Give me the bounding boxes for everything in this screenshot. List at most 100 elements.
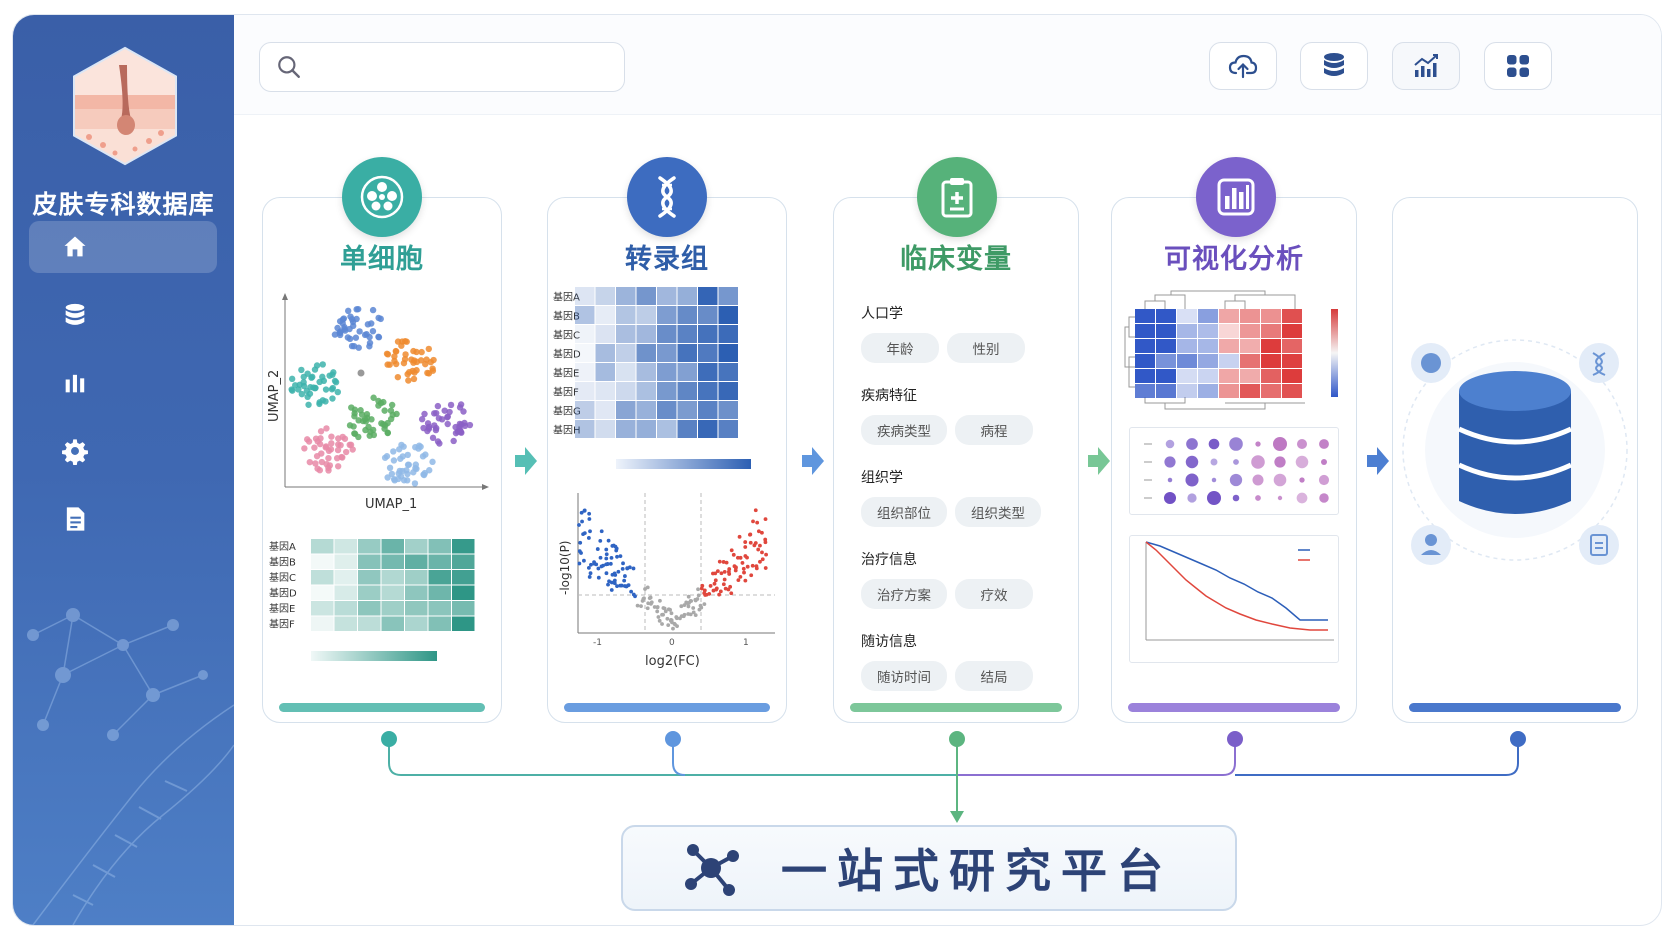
chip-disease-course[interactable]: 病程	[955, 415, 1033, 445]
umap-point	[339, 454, 346, 461]
umap-point	[431, 410, 438, 417]
umap-point	[358, 411, 366, 418]
sidebar-item-analytics[interactable]	[29, 357, 217, 409]
heatmap-cell	[595, 382, 615, 400]
chip-age[interactable]: 年龄	[861, 333, 939, 363]
grid-menu-button[interactable]	[1484, 42, 1552, 90]
volcano-point	[604, 556, 609, 561]
umap-point	[447, 401, 455, 409]
umap-xlabel: UMAP_1	[365, 497, 417, 512]
heatmap-cell	[381, 616, 404, 631]
diverging-cell	[1177, 354, 1197, 368]
volcano-point	[647, 596, 652, 601]
skin-layer-logo	[73, 46, 177, 166]
heatmap-cell	[657, 344, 677, 362]
section-followup: 随访信息	[861, 634, 917, 650]
heatmap-cell	[452, 616, 475, 631]
diverging-cell	[1177, 339, 1197, 353]
diverging-cell	[1261, 354, 1281, 368]
heatmap-cell	[381, 601, 404, 616]
analytics-button[interactable]	[1392, 42, 1460, 90]
research-platform-hub[interactable]: 一站式研究平台	[621, 825, 1237, 911]
sidebar-item-documents[interactable]	[29, 493, 217, 545]
umap-point	[317, 435, 324, 442]
umap-point	[313, 452, 321, 460]
chip-treatment-plan[interactable]: 治疗方案	[861, 579, 947, 609]
single-cell-badge	[342, 157, 422, 237]
chip-outcome[interactable]: 结局	[955, 661, 1033, 691]
umap-point	[350, 342, 358, 350]
volcano-point	[714, 587, 719, 592]
volcano-point	[738, 574, 743, 579]
volcano-xtick-1: 1	[743, 638, 749, 648]
sidebar-item-home[interactable]	[29, 221, 217, 273]
volcano-point	[674, 616, 679, 621]
umap-scatter: UMAP_1 UMAP_2	[267, 293, 489, 512]
heatmap-cell	[428, 570, 451, 585]
umap-points	[288, 305, 474, 487]
dot-plot-point	[1206, 490, 1222, 506]
card-clinical-variables[interactable]	[833, 197, 1079, 723]
diverging-cell	[1282, 384, 1302, 398]
sidebar-item-database[interactable]	[29, 289, 217, 341]
umap-point	[350, 423, 357, 430]
umap-point	[397, 455, 404, 462]
chip-efficacy[interactable]: 疗效	[955, 579, 1033, 609]
volcano-point	[671, 626, 675, 631]
database-button[interactable]	[1300, 42, 1368, 90]
upload-button[interactable]	[1209, 42, 1277, 90]
umap-point	[331, 331, 339, 338]
volcano-point	[586, 565, 591, 570]
heatmap-cell	[358, 539, 381, 554]
umap-point	[311, 366, 319, 373]
volcano-point	[598, 555, 603, 560]
diverging-cell	[1240, 384, 1260, 398]
volcano-point	[643, 587, 647, 591]
section-histology: 组织学	[861, 470, 903, 486]
search-box[interactable]	[259, 42, 625, 92]
heatmap-cell	[636, 401, 656, 419]
volcano-point	[599, 529, 604, 534]
heatmap-cell	[698, 287, 718, 305]
umap-point	[381, 407, 388, 414]
chip-tissue-site[interactable]: 组织部位	[861, 497, 947, 527]
heatmap-cell	[657, 363, 677, 381]
heatmap-cell	[405, 601, 428, 616]
umap-point	[305, 401, 312, 408]
dot-plot-point	[1319, 439, 1329, 449]
volcano-point	[625, 566, 630, 571]
card-single-cell[interactable]	[262, 197, 502, 723]
top-bar	[234, 15, 1661, 115]
sidebar-item-settings[interactable]	[29, 425, 217, 477]
volcano-point	[641, 596, 646, 601]
dot-plot-point	[1163, 491, 1177, 505]
heatmap-cell	[595, 344, 615, 362]
umap-point	[434, 402, 442, 410]
umap-point	[353, 306, 360, 313]
umap-point	[420, 471, 428, 479]
volcano-point	[727, 572, 732, 576]
umap-point	[370, 394, 377, 401]
volcano-point	[665, 616, 670, 621]
chip-tissue-type[interactable]: 组织类型	[955, 497, 1041, 527]
visual-analysis-title: 可视化分析	[1164, 244, 1304, 275]
diverging-cell	[1261, 339, 1281, 353]
heatmap-cell	[718, 420, 738, 438]
umap-point	[334, 388, 341, 396]
dot-plot-point	[1232, 494, 1240, 502]
volcano-point	[703, 593, 708, 597]
dna-small-icon	[1579, 343, 1619, 383]
document-icon	[66, 507, 85, 531]
search-input[interactable]	[312, 57, 612, 77]
survival-series-red	[1145, 541, 1328, 631]
volcano-point	[764, 552, 768, 557]
dot-plot-point	[1186, 438, 1198, 450]
chip-sex[interactable]: 性别	[947, 333, 1025, 363]
umap-point	[346, 335, 354, 343]
heatmap-cell	[698, 382, 718, 400]
umap-point	[383, 350, 391, 357]
heatmap-cell	[334, 539, 357, 554]
umap-point	[404, 451, 411, 459]
chip-followup-time[interactable]: 随访时间	[861, 661, 947, 691]
chip-disease-type[interactable]: 疾病类型	[861, 415, 947, 445]
